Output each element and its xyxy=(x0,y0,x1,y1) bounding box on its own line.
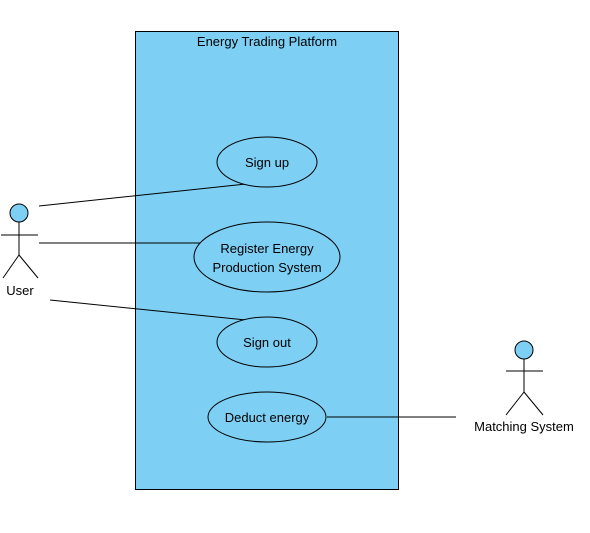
actor-user[interactable]: User xyxy=(1,203,39,298)
use-case-label: Sign out xyxy=(243,335,291,350)
use-case-sign-out[interactable]: Sign out xyxy=(216,316,318,368)
use-case-deduct-energy[interactable]: Deduct energy xyxy=(207,391,327,443)
use-case-label: Sign up xyxy=(245,155,289,170)
actor-head xyxy=(9,203,29,223)
use-case-label: Deduct energy xyxy=(225,410,310,425)
stick-figure-icon xyxy=(505,340,544,416)
associations xyxy=(38,183,456,418)
actor-left-leg xyxy=(505,391,525,416)
use-case-ellipse[interactable] xyxy=(193,221,341,293)
use-case-ellipse[interactable] xyxy=(207,391,327,443)
use-case-ellipse[interactable] xyxy=(216,136,318,188)
actor-left-leg xyxy=(2,254,20,279)
actor-label: User xyxy=(6,283,34,298)
actor-right-leg xyxy=(18,254,39,279)
system-title: Energy Trading Platform xyxy=(197,34,337,49)
stick-figure-icon xyxy=(1,203,39,279)
use-case-label-line-1: Register Energy xyxy=(220,241,314,256)
actor-matching-system[interactable]: Matching System xyxy=(474,340,574,434)
use-case-label-line-2: Production System xyxy=(212,260,321,275)
actor-label: Matching System xyxy=(474,419,574,434)
association-user-sign-up[interactable] xyxy=(38,183,247,207)
use-case-ellipse[interactable] xyxy=(216,316,318,368)
actor-head xyxy=(514,340,534,360)
association-user-sign-out[interactable] xyxy=(49,299,247,321)
use-case-sign-up[interactable]: Sign up xyxy=(216,136,318,188)
use-case-register-energy-production-system[interactable]: Register Energy Production System xyxy=(193,221,341,293)
actor-right-leg xyxy=(523,391,544,416)
